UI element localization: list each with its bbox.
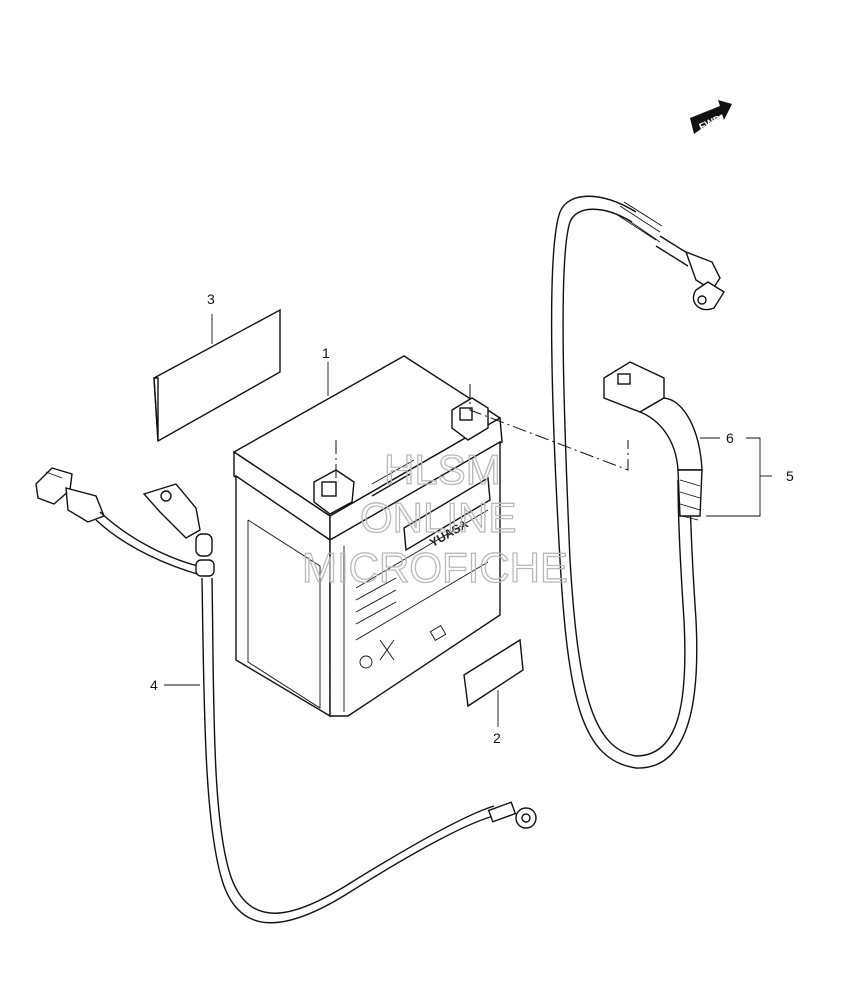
callout-1: 1 — [322, 345, 330, 361]
connection-line — [469, 384, 629, 471]
fwd-arrow-icon: FWD — [690, 100, 732, 134]
watermark: HLSM ONLINE MICROFICHE — [301, 445, 568, 591]
large-label-sticker — [153, 308, 281, 443]
watermark-line-2: ONLINE — [360, 494, 516, 541]
positive-cable — [550, 195, 772, 769]
callout-4: 4 — [150, 677, 158, 693]
battery: YUASA — [232, 355, 503, 718]
callout-3: 3 — [207, 291, 215, 307]
callout-2: 2 — [493, 730, 501, 746]
callout-6: 6 — [726, 430, 734, 446]
negative-cable — [35, 467, 537, 924]
watermark-line-1: HLSM — [384, 446, 501, 493]
watermark-line-3: MICROFICHE — [302, 544, 568, 591]
small-label-sticker — [463, 638, 524, 727]
callout-5: 5 — [786, 468, 794, 484]
